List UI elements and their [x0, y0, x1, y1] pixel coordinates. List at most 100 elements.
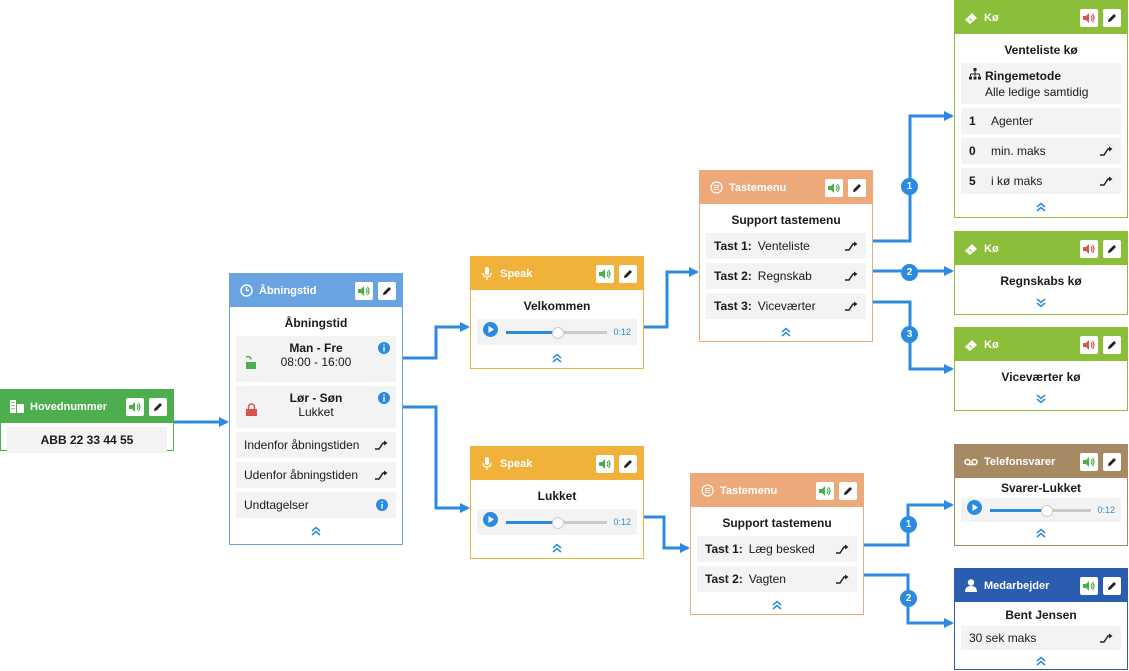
queue-venteliste-node[interactable]: Kø Venteliste kø Ringemetode Alle ledige… — [954, 0, 1128, 218]
node-header: Åbningstid — [230, 274, 402, 307]
route-arrow-icon[interactable] — [372, 440, 388, 450]
tastemenu-lukket-node[interactable]: Tastemenu Support tastemenu Tast 1:Læg b… — [690, 473, 864, 615]
play-button[interactable] — [483, 322, 498, 342]
sound-button[interactable] — [596, 454, 614, 473]
sound-button[interactable] — [1080, 452, 1098, 471]
node-header: Tastemenu — [700, 171, 872, 204]
route-arrow-icon[interactable] — [842, 271, 858, 281]
route-arrow-icon[interactable] — [1097, 146, 1113, 156]
edit-button[interactable] — [1103, 576, 1121, 595]
menu-option[interactable]: Tast 3:Viceværter — [706, 293, 866, 319]
ring-time-row[interactable]: 30 sek maks — [961, 626, 1121, 650]
person-icon — [963, 578, 979, 594]
menu-option[interactable]: Tast 1:Læg besked — [697, 536, 857, 562]
info-icon[interactable] — [378, 392, 390, 407]
collapse-chevron-icon[interactable] — [236, 522, 396, 540]
route-inside-hours[interactable]: Indenfor åbningstiden — [236, 432, 396, 458]
route-arrow-icon[interactable] — [1097, 633, 1113, 643]
edit-button[interactable] — [149, 397, 167, 416]
ring-time-label: 30 sek maks — [969, 631, 1037, 645]
pencil-icon — [1108, 340, 1116, 349]
aabningstid-node[interactable]: Åbningstid Åbningstid Man - Fre 08:00 - … — [229, 273, 403, 545]
collapse-chevron-icon[interactable] — [961, 526, 1121, 540]
edit-button[interactable] — [1103, 239, 1121, 258]
audio-progress[interactable] — [506, 516, 608, 529]
sound-button[interactable] — [825, 178, 843, 197]
edit-button[interactable] — [1103, 335, 1121, 354]
ring-method-label: Ringemetode — [985, 68, 1062, 83]
edit-button[interactable] — [1103, 8, 1121, 27]
audio-time: 0:12 — [613, 327, 631, 337]
sound-button[interactable] — [1080, 576, 1098, 595]
audio-progress[interactable] — [990, 504, 1092, 517]
collapse-chevron-icon[interactable] — [697, 596, 857, 614]
sound-button[interactable] — [1080, 335, 1098, 354]
route-arrow-icon[interactable] — [842, 241, 858, 251]
info-icon[interactable] — [372, 499, 388, 511]
play-button[interactable] — [483, 512, 498, 532]
stat-label: min. maks — [991, 144, 1046, 158]
queue-vicevaerter-node[interactable]: Kø Viceværter kø — [954, 327, 1128, 411]
route-arrow-icon[interactable] — [833, 574, 849, 584]
hovednummer-node[interactable]: Hovednummer ABB 22 33 44 55 — [0, 389, 174, 453]
sound-button[interactable] — [816, 481, 834, 500]
menu-option[interactable]: Tast 2:Regnskab — [706, 263, 866, 289]
route-arrow-icon[interactable] — [842, 301, 858, 311]
voicemail-node[interactable]: Telefonsvarer Svarer-Lukket 0:12 — [954, 444, 1128, 546]
pencil-icon — [1108, 13, 1116, 22]
queue-regnskab-node[interactable]: Kø Regnskabs kø — [954, 231, 1128, 315]
phone-number: ABB 22 33 44 55 — [7, 427, 167, 453]
node-header: Telefonsvarer — [955, 445, 1127, 478]
collapse-chevron-icon[interactable] — [961, 198, 1121, 216]
pencil-icon — [1108, 244, 1116, 253]
speak-lukket-node[interactable]: Speak Lukket 0:12 — [470, 446, 644, 559]
speaker-icon — [828, 182, 840, 193]
route-outside-hours[interactable]: Udenfor åbningstiden — [236, 462, 396, 488]
tastemenu-support-node[interactable]: Tastemenu Support tastemenu Tast 1:Vente… — [699, 170, 873, 342]
route-arrow-icon[interactable] — [372, 470, 388, 480]
collapse-chevron-icon[interactable] — [961, 654, 1121, 668]
menu-option[interactable]: Tast 1:Venteliste — [706, 233, 866, 259]
info-icon[interactable] — [378, 342, 390, 357]
speak-velkommen-node[interactable]: Speak Velkommen 0:12 — [470, 256, 644, 369]
collapse-chevron-icon[interactable] — [706, 323, 866, 341]
speaker-icon — [1083, 243, 1095, 254]
edit-button[interactable] — [1103, 452, 1121, 471]
edit-button[interactable] — [378, 281, 396, 300]
schedule-weekday[interactable]: Man - Fre 08:00 - 16:00 — [236, 336, 396, 382]
exceptions-row[interactable]: Undtagelser — [236, 492, 396, 518]
play-button[interactable] — [967, 500, 982, 520]
edit-button[interactable] — [839, 481, 857, 500]
sound-button[interactable] — [126, 397, 144, 416]
pencil-icon — [624, 459, 632, 468]
edit-button[interactable] — [848, 178, 866, 197]
route-arrow-icon[interactable] — [833, 544, 849, 554]
edit-button[interactable] — [619, 264, 637, 283]
node-type-label: Kø — [984, 242, 999, 255]
route-arrow-icon[interactable] — [1097, 176, 1113, 186]
node-header: Kø — [955, 328, 1127, 361]
sound-button[interactable] — [1080, 8, 1098, 27]
node-type-label: Hovednummer — [30, 400, 108, 413]
sound-button[interactable] — [596, 264, 614, 283]
option-key: Tast 2: — [705, 572, 743, 586]
menu-option[interactable]: Tast 2:Vagten — [697, 566, 857, 592]
schedule-weekend[interactable]: Lør - Søn Lukket — [236, 386, 396, 428]
collapse-chevron-icon[interactable] — [477, 349, 637, 367]
ring-method[interactable]: Ringemetode Alle ledige samtidig — [961, 63, 1121, 104]
audio-progress[interactable] — [506, 326, 608, 339]
sound-button[interactable] — [1080, 239, 1098, 258]
stat-label: Agenter — [991, 114, 1034, 128]
sound-button[interactable] — [355, 281, 373, 300]
edit-button[interactable] — [619, 454, 637, 473]
node-title: Support tastemenu — [731, 213, 841, 227]
pencil-icon — [383, 286, 391, 295]
employee-node[interactable]: Medarbejder Bent Jensen 30 sek maks — [954, 568, 1128, 670]
ring-method-value: Alle ledige samtidig — [985, 85, 1089, 99]
expand-chevron-icon[interactable] — [961, 294, 1121, 312]
collapse-chevron-icon[interactable] — [477, 539, 637, 557]
expand-chevron-icon[interactable] — [961, 390, 1121, 408]
